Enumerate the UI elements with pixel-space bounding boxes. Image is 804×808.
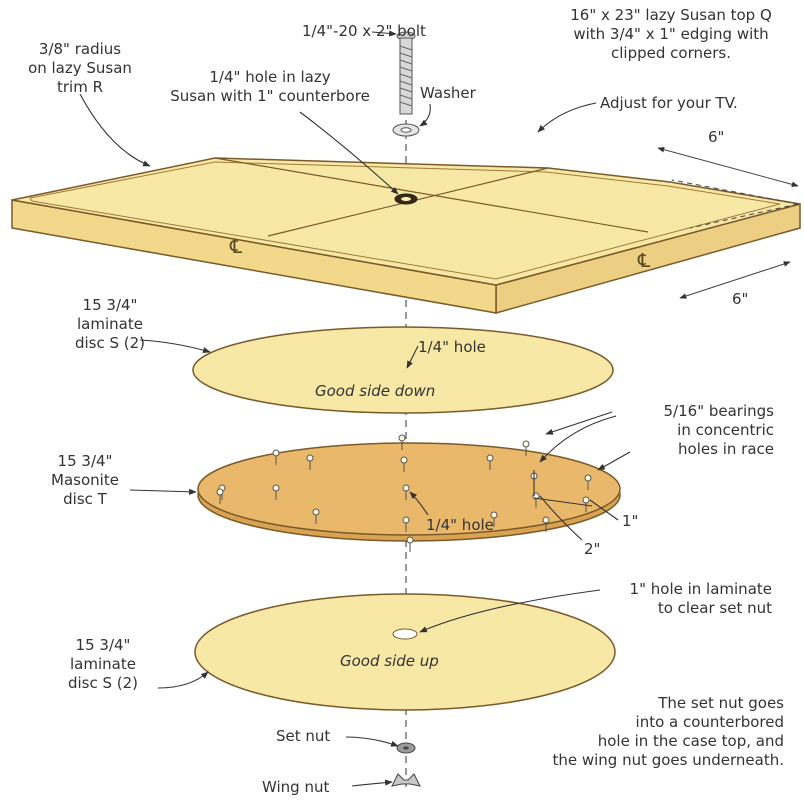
disc-s1-line-2: laminate xyxy=(77,315,143,333)
bearing-ball xyxy=(582,496,590,504)
disc-t-label: 15 3/4" Masonite disc T xyxy=(30,452,140,509)
adjust-label: Adjust for your TV. xyxy=(600,94,738,112)
bearing-ball xyxy=(584,474,592,482)
dimension-top-label: 6" xyxy=(708,128,725,146)
disc-t-line-3: disc T xyxy=(63,490,107,508)
bearings-label: 5/16" bearings in concentric holes in ra… xyxy=(600,402,774,459)
dimension-lines xyxy=(657,146,799,299)
disc-s1-line-1: 15 3/4" xyxy=(82,296,138,314)
disc-s2-line-1: 15 3/4" xyxy=(75,636,131,654)
top-trim-edge xyxy=(29,161,781,280)
bearing-ball xyxy=(542,516,550,524)
bearings xyxy=(216,434,592,552)
wing-nut xyxy=(391,773,421,787)
quarter-hole-top-label: 1/4" hole xyxy=(418,338,486,356)
centerline-left: ℄ xyxy=(230,236,243,258)
counterbore-hole-label: 1/4" hole in lazy Susan with 1" counterb… xyxy=(145,68,395,106)
radius-trim-label: 3/8" radius on lazy Susan trim R xyxy=(10,40,150,97)
laminate-hole-line-2: to clear set nut xyxy=(657,599,772,617)
note-line-3: hole in the case top, and xyxy=(597,732,784,750)
laminate-disc-s-bottom xyxy=(194,593,616,711)
dimension-2in-label: 2" xyxy=(584,540,601,558)
quarter-hole-mid-label: 1/4" hole xyxy=(426,516,494,534)
disc-s2-line-3: disc S (2) xyxy=(67,674,139,692)
laminate-hole-label: 1" hole in laminate to clear set nut xyxy=(560,580,772,618)
bearing-ball xyxy=(486,454,494,462)
disc-s1-line-3: disc S (2) xyxy=(74,334,146,352)
lazy-susan-top xyxy=(11,157,801,314)
top-q-label: 16" x 23" lazy Susan top Q with 3/4" x 1… xyxy=(540,6,802,63)
leader-lines xyxy=(79,30,631,787)
bearing-ball xyxy=(522,440,530,448)
hole-line-2: Susan with 1" counterbore xyxy=(170,87,370,105)
top-q-line-3: clipped corners. xyxy=(611,44,731,62)
set-nut xyxy=(396,742,416,754)
bearing-ball xyxy=(402,516,410,524)
bearings-line-2: in concentric xyxy=(677,421,774,439)
top-surface xyxy=(11,157,801,286)
bearing-ball xyxy=(272,449,280,457)
bearings-line-1: 5/16" bearings xyxy=(663,402,774,420)
good-side-up-label: Good side up xyxy=(340,652,439,670)
laminate-hole-line-1: 1" hole in laminate xyxy=(629,580,772,598)
radius-line-3: trim R xyxy=(56,78,104,96)
bearing-ball xyxy=(306,454,314,462)
disc-t-line-1: 15 3/4" xyxy=(57,452,113,470)
note-line-2: into a counterbored xyxy=(635,713,784,731)
hole-line-1: 1/4" hole in lazy xyxy=(209,68,331,86)
disc-s2-line-2: laminate xyxy=(70,655,136,673)
laminate-disc-s-top xyxy=(192,326,614,414)
bearing-ball xyxy=(402,484,410,492)
bearing-ball xyxy=(406,536,414,544)
bearings-line-3: holes in race xyxy=(678,440,774,458)
good-side-down-label: Good side down xyxy=(315,382,436,400)
disc-t-line-2: Masonite xyxy=(51,471,119,489)
set-nut-label: Set nut xyxy=(276,727,331,745)
masonite-disc-t xyxy=(197,442,621,542)
radius-line-1: 3/8" radius xyxy=(38,40,122,58)
washer xyxy=(392,123,420,137)
washer-label: Washer xyxy=(420,84,476,102)
set-nut-note: The set nut goes into a counterbored hol… xyxy=(520,694,784,770)
note-line-4: the wing nut goes underneath. xyxy=(552,751,784,769)
note-line-1: The set nut goes xyxy=(658,694,784,712)
wing-nut-label: Wing nut xyxy=(262,778,330,796)
bearing-ball xyxy=(400,456,408,464)
top-q-line-2: with 3/4" x 1" edging with xyxy=(573,25,769,43)
bearing-ball xyxy=(398,434,406,442)
disc-s-top-label: 15 3/4" laminate disc S (2) xyxy=(60,296,160,353)
bearing-ball xyxy=(490,511,498,519)
dimension-bottom-label: 6" xyxy=(732,290,749,308)
dimension-1in-label: 1" xyxy=(622,512,639,530)
top-q-line-1: 16" x 23" lazy Susan top Q xyxy=(570,6,772,24)
bearing-ball xyxy=(216,488,224,496)
bearing-ball xyxy=(272,484,280,492)
radius-line-2: on lazy Susan xyxy=(28,59,132,77)
bolt xyxy=(396,31,416,115)
bearing-ball xyxy=(312,508,320,516)
centerline-right: ℄ xyxy=(638,250,651,272)
disc-s-bottom-label: 15 3/4" laminate disc S (2) xyxy=(48,636,158,693)
bolt-label: 1/4"-20 x 2" bolt xyxy=(302,22,426,40)
